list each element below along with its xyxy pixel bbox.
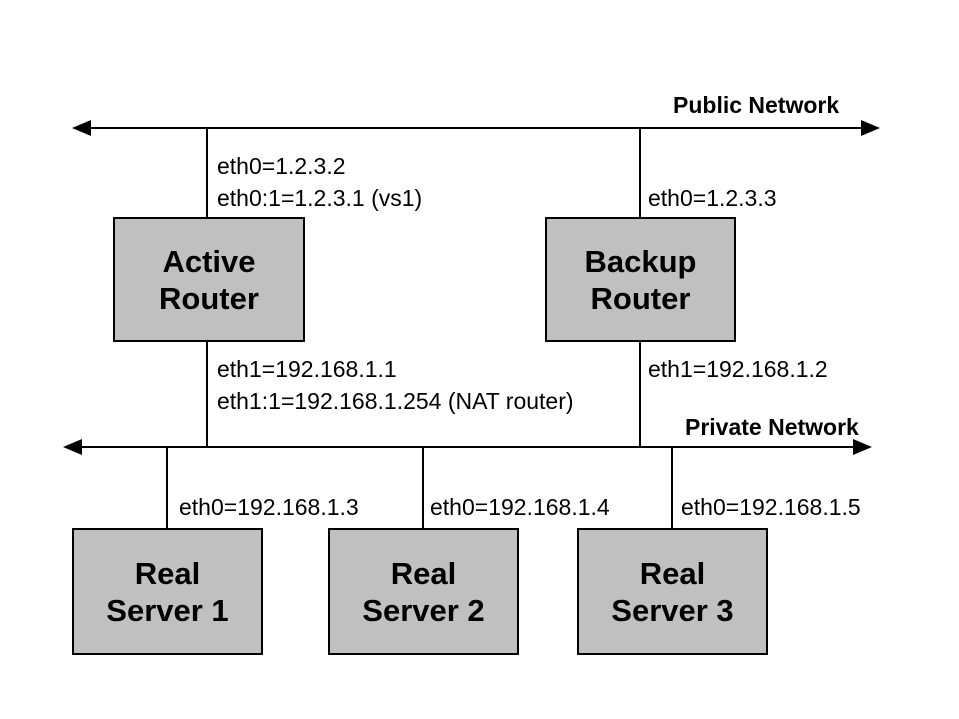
active-router-eth0-label: eth0=1.2.3.2 (217, 153, 346, 179)
arrow-right-icon (853, 439, 872, 455)
connector-active-router-to-public (206, 128, 208, 218)
connector-real-server-2-to-private (422, 447, 424, 529)
active-router-private-interface-labels: eth1=192.168.1.1 eth1:1=192.168.1.254 (N… (217, 353, 574, 417)
connector-active-router-to-private (206, 341, 208, 447)
real-server-3-label: Real Server 3 (611, 555, 733, 629)
backup-router-label-line2: Router (590, 280, 691, 316)
real-server-3-eth0-label: eth0=192.168.1.5 (681, 494, 861, 520)
real-server-3-label-line2: Server 3 (611, 592, 734, 628)
real-server-1-label: Real Server 1 (106, 555, 228, 629)
node-backup-router: Backup Router (545, 217, 736, 342)
backup-router-label: Backup Router (585, 243, 697, 317)
arrow-left-icon (63, 439, 82, 455)
real-server-2-eth0-label: eth0=192.168.1.4 (430, 494, 610, 520)
arrow-right-icon (861, 120, 880, 136)
connector-backup-router-to-private (639, 341, 641, 447)
real-server-2-label: Real Server 2 (362, 555, 484, 629)
node-active-router: Active Router (113, 217, 305, 342)
private-network-label: Private Network (685, 414, 859, 440)
private-network-line (75, 446, 858, 448)
real-server-1-label-line1: Real (134, 555, 201, 591)
node-real-server-2: Real Server 2 (328, 528, 519, 655)
real-server-1-eth0-label: eth0=192.168.1.3 (179, 494, 359, 520)
real-server-3-label-line1: Real (639, 555, 706, 591)
public-network-label: Public Network (673, 92, 840, 118)
public-network-line (84, 127, 864, 129)
backup-router-eth1-label: eth1=192.168.1.2 (648, 356, 828, 382)
active-router-eth1-alias-label: eth1:1=192.168.1.254 (NAT router) (217, 388, 574, 414)
real-server-2-label-line2: Server 2 (362, 592, 485, 628)
real-server-2-label-line1: Real (390, 555, 457, 591)
active-router-label-line1: Active (162, 243, 256, 279)
backup-router-eth0-label: eth0=1.2.3.3 (648, 185, 777, 211)
active-router-eth1-label: eth1=192.168.1.1 (217, 356, 397, 382)
connector-backup-router-to-public (639, 128, 641, 218)
active-router-label: Active Router (159, 243, 259, 317)
node-real-server-1: Real Server 1 (72, 528, 263, 655)
active-router-label-line2: Router (159, 280, 259, 316)
active-router-eth0-alias-label: eth0:1=1.2.3.1 (vs1) (217, 185, 423, 211)
arrow-left-icon (72, 120, 91, 136)
backup-router-label-line1: Backup (584, 243, 697, 279)
active-router-public-interface-labels: eth0=1.2.3.2 eth0:1=1.2.3.1 (vs1) (217, 150, 422, 214)
connector-real-server-3-to-private (671, 447, 673, 529)
real-server-1-label-line2: Server 1 (106, 592, 229, 628)
connector-real-server-1-to-private (166, 447, 168, 529)
node-real-server-3: Real Server 3 (577, 528, 768, 655)
